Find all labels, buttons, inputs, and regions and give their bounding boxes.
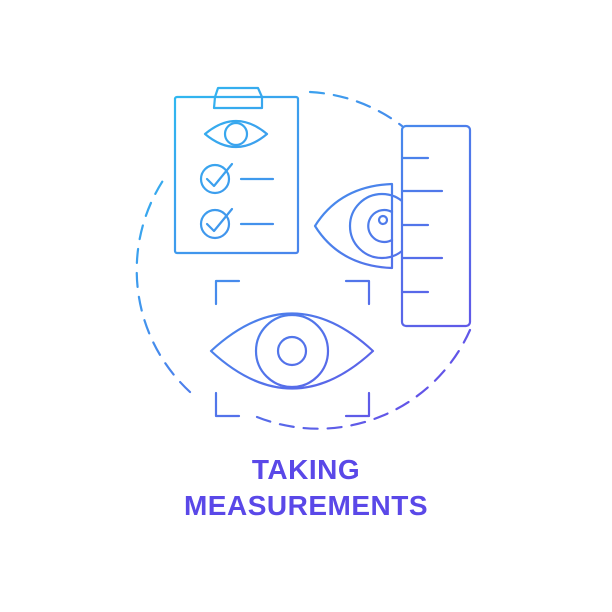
checkmark-icon [199, 207, 275, 240]
dashed-circle [135, 90, 472, 430]
eye-icon [209, 312, 375, 390]
eye-icon [203, 120, 269, 148]
clipboard-icon [173, 86, 300, 255]
concept-caption: TAKING MEASUREMENTS [0, 452, 612, 524]
caption-line-2: MEASUREMENTS [183, 490, 428, 521]
checkmark-icon [199, 162, 275, 195]
ruler-icon [400, 124, 472, 328]
eye-icon [313, 182, 416, 270]
focus-frame-icon [214, 279, 371, 418]
caption-line-1: TAKING [251, 454, 361, 485]
